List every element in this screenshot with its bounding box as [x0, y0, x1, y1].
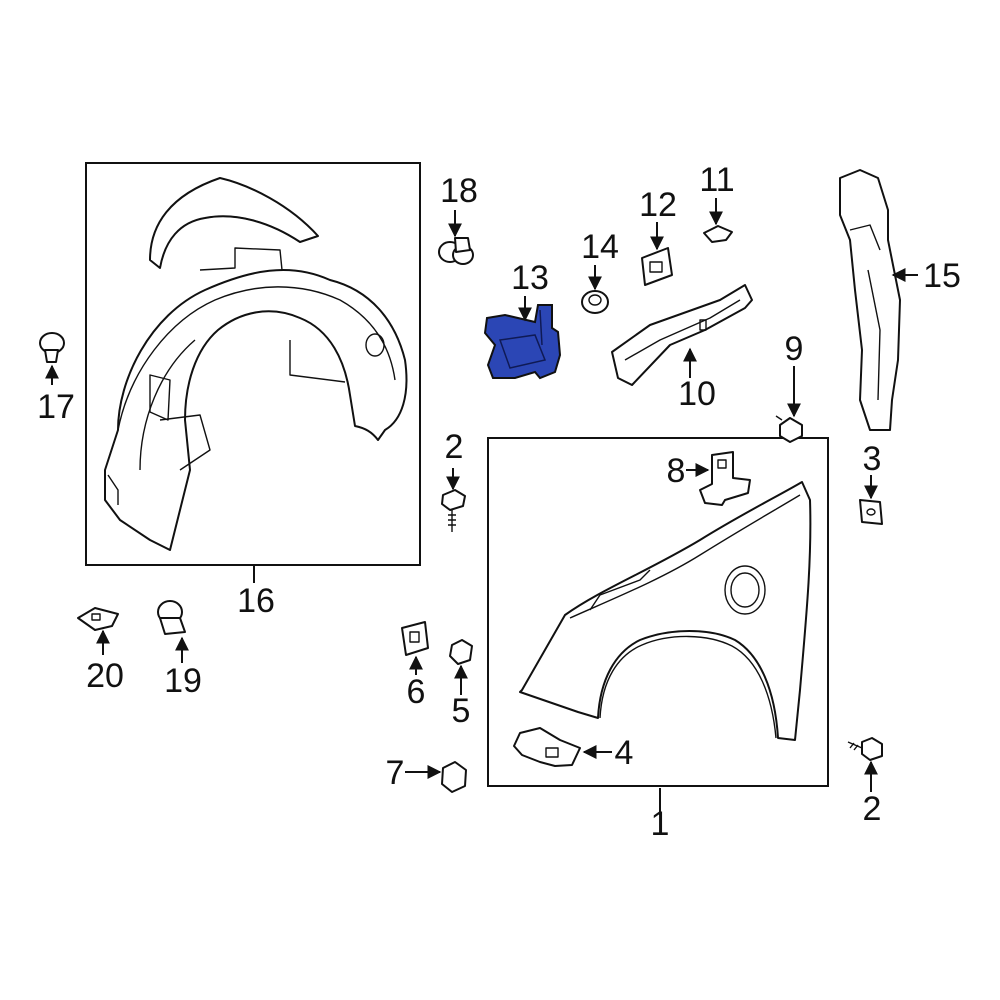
bolt-5[interactable] [449, 639, 473, 665]
callout-10: 10 [678, 375, 716, 413]
clip-20[interactable] [77, 607, 119, 631]
fender-group-box [487, 437, 829, 787]
bolt-2-lower[interactable] [847, 737, 883, 761]
push-pin-17[interactable] [39, 332, 65, 363]
nut-14[interactable] [581, 290, 609, 314]
pad-3[interactable] [859, 499, 883, 525]
callout-3: 3 [863, 440, 882, 478]
push-pin-18[interactable] [438, 237, 474, 265]
clip-6[interactable] [401, 621, 429, 656]
bolt-2-upper[interactable] [441, 489, 466, 532]
callout-15: 15 [923, 257, 961, 295]
callout-16: 16 [237, 582, 275, 620]
callout-2-upper: 2 [445, 428, 464, 466]
highlighted-bracket-13[interactable] [483, 304, 562, 380]
fender-bracket-8[interactable] [699, 451, 751, 506]
callout-5: 5 [452, 692, 471, 730]
callout-2-lower: 2 [863, 790, 882, 828]
callout-18: 18 [440, 172, 478, 210]
callout-12: 12 [639, 186, 677, 224]
fender-lower-bracket-4[interactable] [513, 727, 581, 767]
fender-liner-upper-shield[interactable] [149, 177, 319, 269]
fender-liner[interactable] [104, 247, 408, 551]
bolt-9[interactable] [775, 415, 803, 443]
plate-12[interactable] [641, 247, 673, 286]
callout-20: 20 [86, 657, 124, 695]
rail-reinforcement-10[interactable] [611, 284, 753, 386]
callout-1: 1 [651, 805, 670, 843]
callout-17: 17 [37, 388, 75, 426]
callout-7: 7 [386, 754, 405, 792]
callout-19: 19 [164, 662, 202, 700]
bolt-7[interactable] [441, 761, 467, 793]
callout-11: 11 [699, 161, 734, 199]
callout-8: 8 [667, 452, 686, 490]
callout-6: 6 [407, 673, 426, 711]
clip-11[interactable] [703, 225, 733, 243]
push-pin-19[interactable] [157, 600, 186, 635]
callout-14: 14 [581, 228, 619, 266]
seal-15[interactable] [839, 169, 901, 431]
callout-13: 13 [511, 259, 549, 297]
callout-9: 9 [785, 330, 804, 368]
fender-panel[interactable] [519, 481, 812, 741]
callout-4: 4 [615, 734, 634, 772]
